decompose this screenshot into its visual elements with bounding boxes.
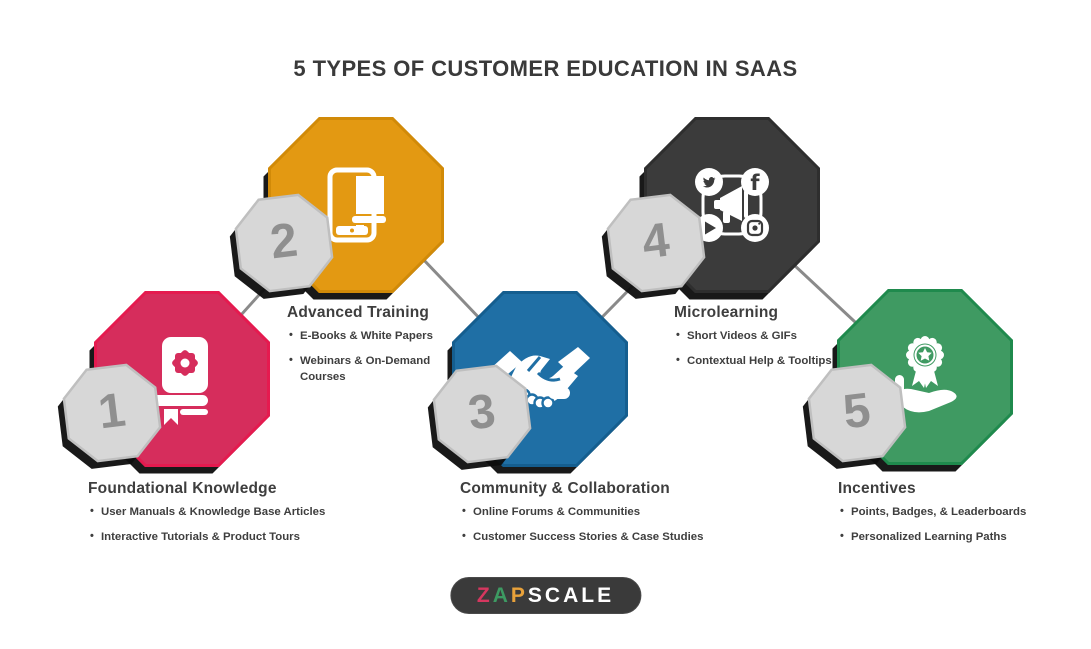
badge-number: 4 (639, 213, 673, 269)
badge-shape (432, 364, 532, 464)
bullet-item: E-Books & White Papers (287, 328, 447, 345)
badge-2: 2 (229, 190, 338, 299)
facebook-circle (741, 168, 769, 196)
page-title: 5 TYPES OF CUSTOMER EDUCATION IN SAAS (293, 56, 798, 81)
bullet-item: User Manuals & Knowledge Base Articles (88, 504, 388, 521)
bullet-item: Online Forums & Communities (460, 504, 760, 521)
bullet-list: Online Forums & Communities Customer Suc… (460, 504, 760, 545)
document-bar (352, 216, 386, 223)
play-icon (705, 221, 716, 235)
badge-shape (606, 193, 706, 293)
bullet-list: Points, Badges, & Leaderboards Personali… (838, 504, 1088, 545)
twitter-icon (702, 177, 716, 188)
badge-1: 1 (57, 360, 166, 469)
bullet-item: Interactive Tutorials & Product Tours (88, 529, 388, 546)
badge-shape (62, 363, 162, 463)
badge-number: 1 (95, 383, 129, 439)
logo-text-scale: SCALE (527, 584, 615, 607)
bullet-list: Short Videos & GIFs Contextual Help & To… (674, 328, 894, 369)
bullet-list: E-Books & White Papers Webinars & On-Dem… (287, 328, 447, 386)
section-heading: Incentives (838, 480, 916, 497)
badge-number: 2 (267, 213, 301, 269)
badge-5: 5 (802, 360, 911, 469)
badge-shape (234, 193, 334, 293)
label-community-collaboration: Community & Collaboration Online Forums … (460, 480, 760, 553)
document-sheet (356, 176, 384, 214)
book-pages (180, 409, 208, 415)
facebook-icon: f (750, 171, 760, 195)
section-heading: Community & Collaboration (460, 480, 670, 497)
logo-letter-a: A (492, 584, 511, 607)
badge-3: 3 (427, 361, 536, 470)
bullet-list: User Manuals & Knowledge Base Articles I… (88, 504, 388, 545)
document-tab (356, 225, 364, 232)
tablet-document-icon (327, 167, 386, 243)
tablet-home-dot (350, 228, 354, 233)
section-heading: Foundational Knowledge (88, 480, 277, 497)
instagram-icon (746, 219, 764, 237)
bullet-item: Webinars & On-Demand Courses (287, 353, 447, 386)
section-heading: Microlearning (674, 304, 779, 321)
book-gear-icon (152, 337, 208, 425)
handshake-fingers (548, 387, 570, 399)
bullet-item: Short Videos & GIFs (674, 328, 894, 345)
star-icon (918, 348, 932, 361)
label-incentives: Incentives Points, Badges, & Leaderboard… (838, 480, 1088, 553)
badge-shape (807, 363, 907, 463)
label-foundational-knowledge: Foundational Knowledge User Manuals & Kn… (88, 480, 388, 553)
hand-palm (898, 388, 957, 413)
section-heading: Advanced Training (287, 304, 430, 321)
bullet-item: Personalized Learning Paths (838, 529, 1088, 546)
bullet-item: Points, Badges, & Leaderboards (838, 504, 1088, 521)
megaphone-icon (714, 186, 748, 223)
bullet-item: Customer Success Stories & Case Studies (460, 529, 760, 546)
badge-4: 4 (601, 190, 710, 299)
handshake-thumb-line (536, 371, 561, 382)
bookmark-ribbon (164, 409, 178, 425)
book-spine (152, 395, 208, 406)
handshake-icon (490, 347, 590, 410)
logo-letter-p: P (510, 584, 528, 607)
ribbon-right (922, 367, 938, 388)
gear-icon (172, 350, 198, 376)
rosette-ring (914, 344, 936, 366)
social-ring (701, 174, 763, 236)
handshake-gap-line (526, 356, 542, 372)
label-advanced-training: Advanced Training E-Books & White Papers… (287, 304, 447, 394)
logo-letter-z: Z (476, 584, 493, 607)
label-microlearning: Microlearning Short Videos & GIFs Contex… (674, 304, 894, 377)
bullet-item: Contextual Help & Tooltips (674, 353, 894, 370)
